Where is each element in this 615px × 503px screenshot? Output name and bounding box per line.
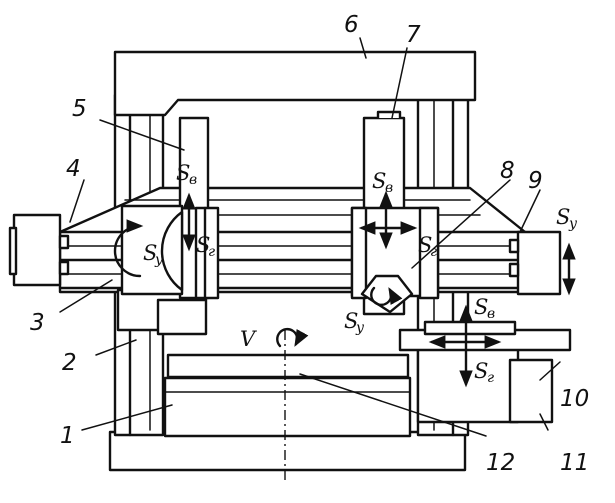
- left-sy-subscript: у: [154, 252, 164, 268]
- side-sy-subscript: у: [568, 216, 578, 232]
- side-sg-symbol: S: [474, 359, 488, 383]
- left-sv-subscript: в: [189, 172, 197, 188]
- left-sg-subscript: г: [208, 244, 215, 260]
- left-sg-symbol: S: [196, 233, 210, 257]
- part-label-6: 6: [344, 12, 359, 38]
- motion-symbols: S в S у S г S в S г S у S у S в S г V: [143, 161, 578, 386]
- side-sv-subscript: в: [487, 306, 495, 322]
- left-sv-symbol: S: [176, 161, 190, 185]
- part-label-5: 5: [72, 96, 87, 122]
- part-label-11: 11: [560, 450, 589, 476]
- part-label-12: 12: [486, 450, 515, 476]
- right-sy-symbol: S: [344, 309, 358, 333]
- part-label-4: 4: [66, 156, 81, 182]
- left-rotary-saddle: [113, 204, 220, 300]
- top-cross-beam: [113, 50, 477, 117]
- leader-lines: [59, 37, 561, 437]
- machine-base: [108, 430, 467, 472]
- right-sg-symbol: S: [418, 233, 432, 257]
- rotation-speed-symbol: V: [240, 327, 257, 351]
- part-label-7: 7: [406, 22, 421, 48]
- rotary-table: [166, 353, 410, 379]
- right-sv-symbol: S: [372, 169, 386, 193]
- part-label-1: 1: [60, 423, 75, 449]
- workpiece: [163, 376, 412, 438]
- part-number-labels: 1 2 3 4 5 6 7 8 9 10 11 12: [30, 12, 589, 476]
- table-rotation-arrow: [276, 327, 309, 348]
- part-label-3: 3: [30, 310, 45, 336]
- right-saddle: [350, 206, 440, 314]
- right-sy-subscript: у: [355, 320, 365, 336]
- side-sg-subscript: г: [487, 370, 494, 386]
- right-feed-gearbox: [508, 230, 562, 296]
- side-sy-symbol: S: [556, 205, 570, 229]
- right-sg-subscript: г: [430, 244, 437, 260]
- part-label-2: 2: [62, 350, 77, 376]
- right-sv-subscript: в: [385, 180, 393, 196]
- left-feed-gearbox: [8, 213, 70, 287]
- part-label-8: 8: [500, 158, 515, 184]
- part-label-9: 9: [528, 168, 543, 194]
- part-label-10: 10: [560, 386, 589, 412]
- side-sv-symbol: S: [474, 295, 488, 319]
- left-sy-symbol: S: [143, 241, 157, 265]
